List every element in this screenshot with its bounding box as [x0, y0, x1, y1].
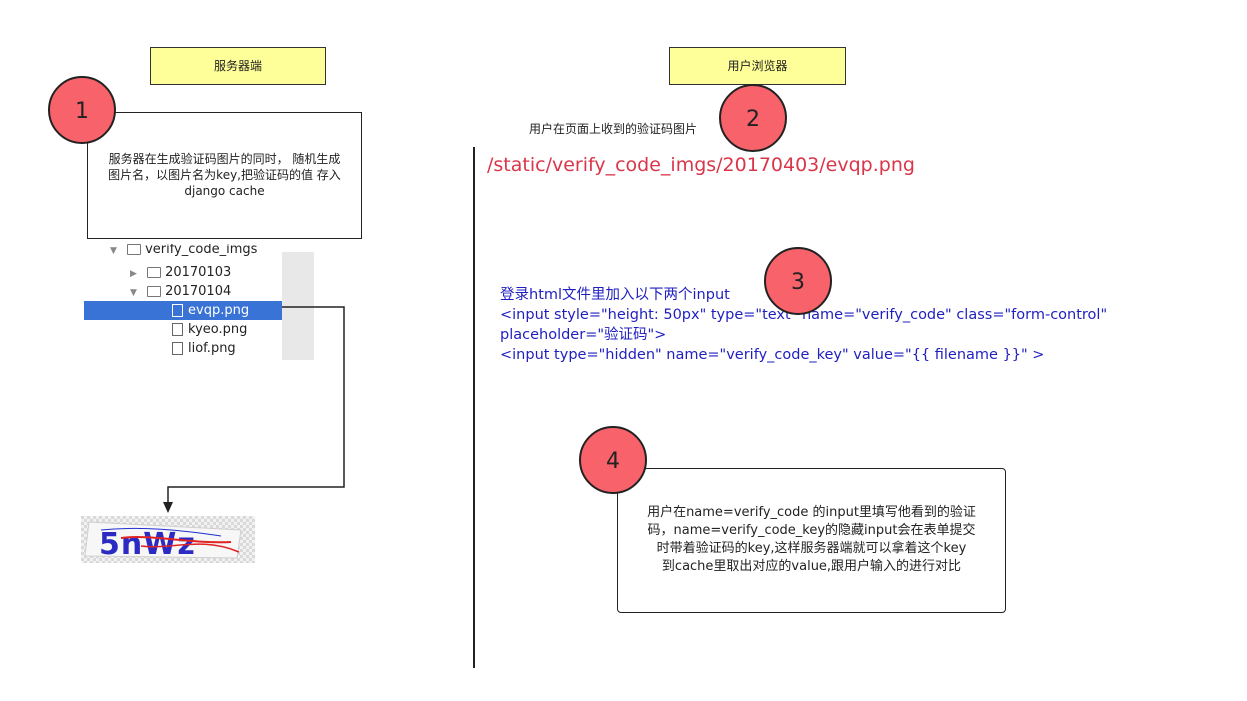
tree-scrollbar[interactable]	[282, 252, 314, 360]
step4-line3: 时带着验证码的key,这样服务器端就可以拿着这个key	[656, 541, 967, 556]
step-2-circle: 2	[719, 84, 787, 152]
server-note-line1: 服务器在生成验证码图片的同时， 随机生成	[108, 152, 341, 166]
tree-folder-row[interactable]: ▶ 20170103	[130, 263, 231, 282]
step4-line1: 用户在name=verify_code 的input里填写他看到的验证	[647, 505, 976, 520]
server-header-label: 服务器端	[213, 59, 262, 73]
step-1-label: 1	[75, 99, 89, 124]
login-line1: 登录html文件里加入以下两个input	[500, 287, 730, 303]
captcha-image: 5nWz	[81, 516, 255, 563]
server-note-box: 服务器在生成验证码图片的同时， 随机生成 图片名，以图片名为key,把验证码的值…	[87, 112, 362, 239]
tree-root-row[interactable]: ▼ verify_code_imgs	[110, 244, 280, 258]
tree-file-row-selected[interactable]: evqp.png	[84, 301, 282, 320]
browser-caption: 用户在页面上收到的验证码图片	[529, 122, 698, 136]
step4-line4: 到cache里取出对应的value,跟用户输入的进行对比	[661, 559, 962, 574]
login-line2: <input style="height: 50px" type="text" …	[500, 307, 1108, 323]
tree-root-label: verify_code_imgs	[145, 244, 258, 257]
expand-down-icon: ▼	[130, 288, 137, 298]
tree-file-row[interactable]: kyeo.png	[172, 320, 247, 339]
server-note-line2: 图片名，以图片名为key,把验证码的值 存入	[108, 168, 341, 182]
step4-line2: 码，name=verify_code_key的隐藏input会在表单提交	[647, 523, 976, 538]
browser-header-label: 用户浏览器	[727, 59, 788, 73]
folder-icon	[127, 244, 142, 255]
tree-folder-row[interactable]: ▼ 20170104	[130, 282, 231, 301]
server-header: 服务器端	[150, 47, 326, 85]
image-path-text: /static/verify_code_imgs/20170403/evqp.p…	[487, 154, 915, 176]
folder-icon	[147, 267, 162, 278]
step-4-circle: 4	[579, 426, 647, 494]
tree-file3-label: liof.png	[188, 341, 236, 356]
step-3-circle: 3	[764, 247, 832, 315]
login-line3: placeholder="验证码">	[500, 327, 667, 343]
tree-file1-label: evqp.png	[188, 303, 250, 318]
tree-file2-label: kyeo.png	[188, 322, 248, 337]
captcha-graphic: 5nWz	[81, 516, 255, 563]
file-icon	[172, 342, 183, 355]
login-code-block: 登录html文件里加入以下两个input <input style="heigh…	[500, 285, 1107, 365]
file-icon	[172, 304, 183, 317]
tree-folder1-label: 20170103	[165, 265, 232, 280]
folder-icon	[147, 286, 162, 297]
file-icon	[172, 323, 183, 336]
step-1-circle: 1	[48, 76, 116, 144]
expand-down-icon: ▼	[110, 246, 117, 256]
file-tree: ▼ verify_code_imgs ▶ 20170103 ▼ 20170104…	[84, 244, 314, 360]
expand-right-icon: ▶	[130, 269, 137, 279]
step-4-label: 4	[606, 449, 620, 474]
column-divider	[473, 147, 475, 668]
step-4-box: 用户在name=verify_code 的input里填写他看到的验证 码，na…	[617, 468, 1006, 613]
step-2-label: 2	[746, 107, 760, 132]
tree-folder2-label: 20170104	[165, 284, 232, 299]
server-note-line3: django cache	[184, 184, 265, 198]
step-3-label: 3	[791, 270, 805, 295]
login-line4: <input type="hidden" name="verify_code_k…	[500, 347, 1045, 363]
tree-file-row[interactable]: liof.png	[172, 339, 236, 358]
